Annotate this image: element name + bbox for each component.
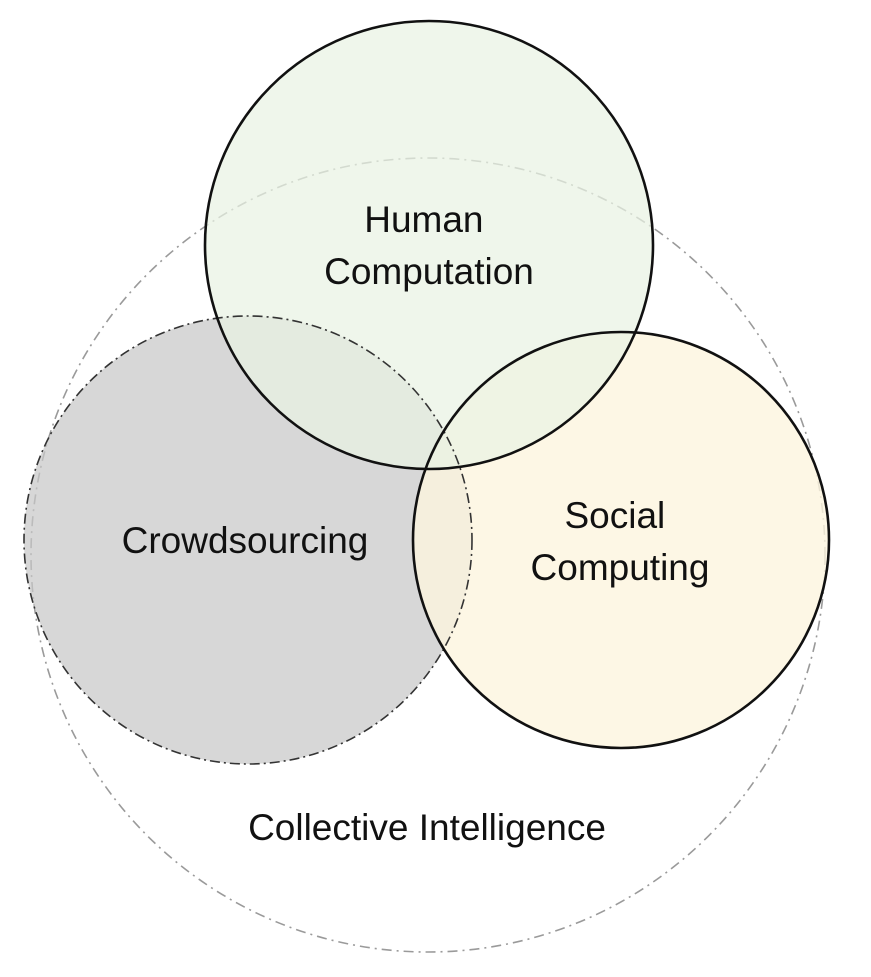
human-computation-label-line-2: Computation [324, 251, 534, 292]
social-computing-outline [411, 330, 831, 750]
human-computation-circle [205, 21, 653, 469]
social-computing-label-line-2: Computing [531, 547, 710, 588]
collective-intelligence-label: Collective Intelligence [248, 807, 606, 848]
human-computation-outline [203, 19, 655, 471]
crowdsourcing-label: Crowdsourcing [122, 520, 369, 561]
social-computing-label: Social Computing [531, 495, 710, 588]
crowdsourcing-outline [23, 315, 473, 765]
human-computation-label-line-1: Human [364, 199, 483, 240]
social-computing-label-line-1: Social [564, 495, 665, 536]
human-computation-label: Human Computation [324, 199, 534, 292]
